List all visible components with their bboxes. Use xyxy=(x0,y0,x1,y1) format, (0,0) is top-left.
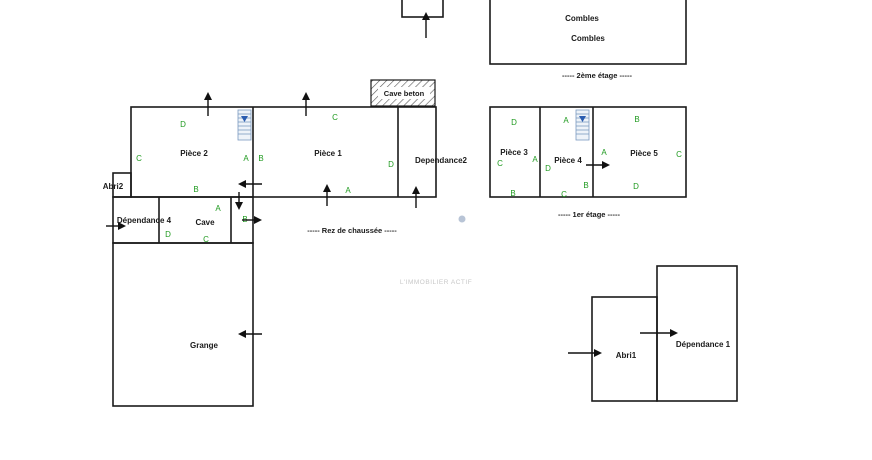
arrow-icon xyxy=(568,349,602,357)
wall-letter-p4-top: A xyxy=(563,116,569,125)
room-label-piece-3: Pièce 3 xyxy=(500,148,528,157)
first-floor-wall xyxy=(489,106,687,198)
wall-letter-p2-right: A xyxy=(243,154,249,163)
wall-letter-p1-bottom: A xyxy=(345,186,351,195)
wall-letter-p3-right: A xyxy=(532,155,538,164)
arrow-icon xyxy=(586,161,610,169)
level-1er-etage: Pièce 3 Pièce 4 Pièce 5 D C A B A D C B … xyxy=(489,106,687,219)
wall-letter-cave-top: A xyxy=(215,204,221,213)
wall-letter-p4-bottom: C xyxy=(561,190,567,199)
marker-dot xyxy=(458,215,466,223)
wall-letter-p1-right: D xyxy=(388,160,394,169)
wall-letter-p5-bottom: D xyxy=(633,182,639,191)
combles-wall xyxy=(489,0,687,65)
wall-letter-p5-right: C xyxy=(676,150,682,159)
wall-letter-cave-bottom: C xyxy=(203,235,209,244)
level-label-1er-etage: ----- 1er étage ----- xyxy=(558,210,621,219)
arrow-icon xyxy=(412,186,420,208)
level-label-2eme-etage: ----- 2ème étage ----- xyxy=(562,71,633,80)
wall-letter-p3-left: C xyxy=(497,159,503,168)
wall-letter-p4-right: B xyxy=(583,181,588,190)
arrow-icon xyxy=(242,216,262,224)
room-label-piece-4: Pièce 4 xyxy=(554,156,582,165)
wall-letter-p2-left: C xyxy=(136,154,142,163)
arrow-icon xyxy=(106,222,126,230)
arrow-icon xyxy=(238,180,262,188)
wall-letter-p1-left: B xyxy=(258,154,263,163)
arrow-icon xyxy=(302,92,310,116)
stair-icon xyxy=(237,109,252,141)
arrow-icon xyxy=(204,92,212,116)
arrow-icon xyxy=(235,192,243,210)
arrow-icon xyxy=(640,329,678,337)
level-2eme-etage: Combles Combles ----- 2ème étage ----- xyxy=(401,0,687,80)
arrow-icon xyxy=(422,12,430,38)
wall-letter-p3-bottom: B xyxy=(510,189,515,198)
watermark: L'IMMOBILIER ACTIF xyxy=(400,279,472,286)
wall-letter-p2-top: D xyxy=(180,120,186,129)
room-label-combles-2: Combles xyxy=(571,34,605,43)
room-label-piece-5: Pièce 5 xyxy=(630,149,658,158)
main-block-wall xyxy=(130,106,437,198)
wall-letter-p5-top: B xyxy=(634,115,639,124)
arrow-icon xyxy=(238,330,262,338)
arrows xyxy=(106,12,678,357)
room-label-cave-beton: Cave beton xyxy=(384,89,425,98)
room-label-abri-2: Abri2 xyxy=(103,182,124,191)
room-label-dependance-1: Dépendance 1 xyxy=(676,340,731,349)
wall-letter-p4-left: D xyxy=(545,164,551,173)
arrow-icon xyxy=(323,184,331,206)
room-label-grange: Grange xyxy=(190,341,219,350)
room-label-piece-2: Pièce 2 xyxy=(180,149,208,158)
level-label-rez-de-chaussee: ----- Rez de chaussée ----- xyxy=(307,226,397,235)
room-label-abri-1: Abri1 xyxy=(616,351,637,360)
cave-beton-label-bg xyxy=(378,87,430,99)
room-label-combles: Combles xyxy=(565,14,599,23)
stair-icon xyxy=(575,109,590,141)
abri1-wall xyxy=(591,296,658,402)
wall-letter-p3-top: D xyxy=(511,118,517,127)
wall-letter-cave-left: D xyxy=(165,230,171,239)
level-rez-de-chaussee: Cave beton Pièce 2 Pièce 1 Dependance2 A… xyxy=(103,79,468,407)
room-label-piece-1: Pièce 1 xyxy=(314,149,342,158)
room-label-dependance-2: Dependance2 xyxy=(415,156,468,165)
stairwell-top-wall xyxy=(401,0,444,18)
outbuildings: Abri1 Dépendance 1 xyxy=(591,265,738,402)
room-label-cave: Cave xyxy=(195,218,215,227)
wall-letter-p5-left: A xyxy=(601,148,607,157)
room-label-dependance-4: Dépendance 4 xyxy=(117,216,172,225)
wall-letter-p1-top: C xyxy=(332,113,338,122)
wall-letter-p2-bottom: B xyxy=(193,185,198,194)
grange-wall xyxy=(112,242,254,407)
